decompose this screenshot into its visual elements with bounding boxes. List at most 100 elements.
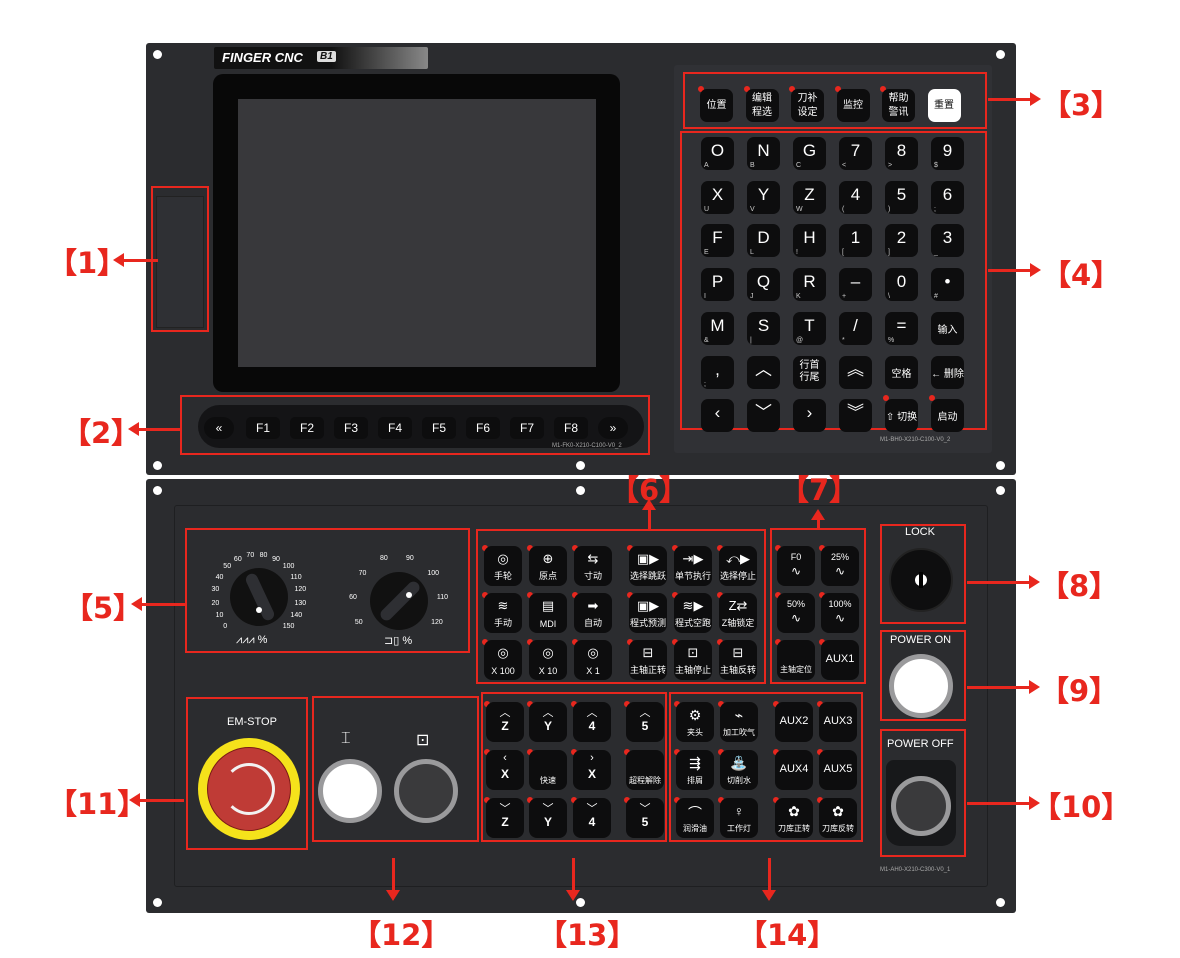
- mode-panel-key-1[interactable]: ⊕ 原点: [529, 546, 567, 586]
- keypad-key-32[interactable]: 行首 行尾: [793, 355, 826, 389]
- mode-panel-key-14[interactable]: ◎ X 1: [574, 640, 612, 680]
- mode-panel-key-0[interactable]: ◎ 手轮: [484, 546, 522, 586]
- feed-override-dial[interactable]: [230, 568, 288, 626]
- mode-panel-key-8[interactable]: ➡ 自动: [574, 593, 612, 633]
- keypad-key-14[interactable]: H!: [793, 224, 826, 258]
- keypad-key-9[interactable]: 4(: [839, 180, 872, 214]
- mode-panel-key-15[interactable]: ⊟ 主轴正转: [629, 640, 667, 680]
- feed-hold-button[interactable]: [394, 759, 458, 823]
- override-key-4[interactable]: 主轴定位: [777, 640, 815, 680]
- jog-key-3[interactable]: ︿ 5: [626, 702, 664, 742]
- keypad-key-30[interactable]: ,;: [701, 355, 734, 389]
- mode-panel-key-2[interactable]: ⇆ 寸动: [574, 546, 612, 586]
- keypad-key-10[interactable]: 5): [885, 180, 918, 214]
- aux-key-2[interactable]: AUX2: [775, 702, 813, 742]
- jog-key-11[interactable]: ﹀ 5: [626, 798, 664, 838]
- jog-key-10[interactable]: ﹀ 4: [573, 798, 611, 838]
- aux-key-8[interactable]: ⌒润滑油: [676, 798, 714, 838]
- mode-key-3[interactable]: 监控: [836, 89, 870, 122]
- keypad-key-5[interactable]: 9$: [931, 137, 964, 170]
- aux-key-7[interactable]: AUX5: [819, 750, 857, 790]
- mode-panel-key-12[interactable]: ◎ X 100: [484, 640, 522, 680]
- override-key-2[interactable]: 50%∿: [777, 593, 815, 633]
- estop-button[interactable]: [198, 738, 300, 840]
- jog-key-6[interactable]: › X: [573, 750, 611, 790]
- keypad-key-39[interactable]: ︾: [839, 399, 872, 433]
- keypad-key-41[interactable]: 启动: [931, 399, 964, 433]
- keypad-key-31[interactable]: ︿: [747, 355, 780, 389]
- jog-key-0[interactable]: ︿ Z: [486, 702, 524, 742]
- keypad-key-4[interactable]: 8>: [885, 137, 918, 170]
- softkey-8[interactable]: F8: [554, 417, 588, 439]
- power-off-button[interactable]: [891, 776, 951, 836]
- cycle-start-button[interactable]: [318, 759, 382, 823]
- jog-key-4[interactable]: ‹ X: [486, 750, 524, 790]
- aux-key-4[interactable]: ⇶排屑: [676, 750, 714, 790]
- aux-key-6[interactable]: AUX4: [775, 750, 813, 790]
- spindle-override-dial[interactable]: [370, 572, 428, 630]
- keypad-key-38[interactable]: ›: [793, 399, 826, 433]
- keypad-key-28[interactable]: =%: [885, 311, 918, 345]
- keypad-key-37[interactable]: ﹀: [747, 399, 780, 433]
- mode-panel-key-4[interactable]: ⇥▶ 单节执行: [674, 546, 712, 586]
- mode-panel-key-11[interactable]: Z⇄ Z轴锁定: [719, 593, 757, 633]
- aux-key-11[interactable]: ✿刀库反转: [819, 798, 857, 838]
- keypad-key-21[interactable]: –+: [839, 268, 872, 302]
- mode-panel-key-17[interactable]: ⊟ 主轴反转: [719, 640, 757, 680]
- softkey-5[interactable]: F5: [422, 417, 456, 439]
- keypad-key-16[interactable]: 2]: [885, 224, 918, 258]
- mode-key-1[interactable]: 编辑 程选: [745, 89, 779, 122]
- aux-key-5[interactable]: ⛲切削水: [720, 750, 758, 790]
- override-key-1[interactable]: 25%∿: [821, 546, 859, 586]
- keypad-key-17[interactable]: 3_: [931, 224, 964, 258]
- usb-cover[interactable]: [156, 196, 204, 328]
- keypad-key-24[interactable]: M&: [701, 311, 734, 345]
- softkey-7[interactable]: F7: [510, 417, 544, 439]
- aux-key-10[interactable]: ✿刀库正转: [775, 798, 813, 838]
- mode-panel-key-9[interactable]: ▣▶ 程式预测: [629, 593, 667, 633]
- mode-panel-key-10[interactable]: ≋▶ 程式空跑: [674, 593, 712, 633]
- keypad-key-40[interactable]: ⇧ 切换: [885, 399, 918, 433]
- key-lock-switch[interactable]: [889, 548, 953, 612]
- mode-panel-key-6[interactable]: ≋ 手动: [484, 593, 522, 633]
- keypad-key-11[interactable]: 6;: [931, 180, 964, 214]
- aux-key-1[interactable]: ⌁加工吹气: [720, 702, 758, 742]
- softkey-9[interactable]: »: [598, 417, 628, 439]
- aux-key-9[interactable]: ♀工作灯: [720, 798, 758, 838]
- jog-key-5[interactable]: 快速: [529, 750, 567, 790]
- keypad-key-36[interactable]: ‹: [701, 399, 734, 433]
- softkey-0[interactable]: «: [204, 417, 234, 439]
- aux-key-3[interactable]: AUX3: [819, 702, 857, 742]
- aux-key-0[interactable]: ⚙夹头: [676, 702, 714, 742]
- softkey-6[interactable]: F6: [466, 417, 500, 439]
- softkey-1[interactable]: F1: [246, 417, 280, 439]
- mode-panel-key-16[interactable]: ⊡ 主轴停止: [674, 640, 712, 680]
- jog-key-2[interactable]: ︿ 4: [573, 702, 611, 742]
- mode-key-4[interactable]: 帮助 警讯: [882, 89, 915, 122]
- override-key-0[interactable]: F0∿: [777, 546, 815, 586]
- keypad-key-15[interactable]: 1[: [839, 224, 872, 258]
- mode-panel-key-3[interactable]: ▣▶ 选择跳跃: [629, 546, 667, 586]
- keypad-key-22[interactable]: 0\: [885, 268, 918, 302]
- mode-key-5[interactable]: 重置: [927, 89, 961, 122]
- keypad-key-29[interactable]: 输入: [931, 311, 964, 345]
- jog-key-8[interactable]: ﹀ Z: [486, 798, 524, 838]
- mode-key-0[interactable]: 位置: [700, 89, 733, 122]
- mode-panel-key-7[interactable]: ▤ MDI: [529, 593, 567, 633]
- override-key-5[interactable]: AUX1: [821, 640, 859, 680]
- softkey-3[interactable]: F3: [334, 417, 368, 439]
- jog-key-1[interactable]: ︿ Y: [529, 702, 567, 742]
- jog-key-9[interactable]: ﹀ Y: [529, 798, 567, 838]
- keypad-key-33[interactable]: ︽: [839, 355, 872, 389]
- keypad-key-3[interactable]: 7<: [839, 137, 872, 170]
- keypad-key-27[interactable]: /*: [839, 311, 872, 345]
